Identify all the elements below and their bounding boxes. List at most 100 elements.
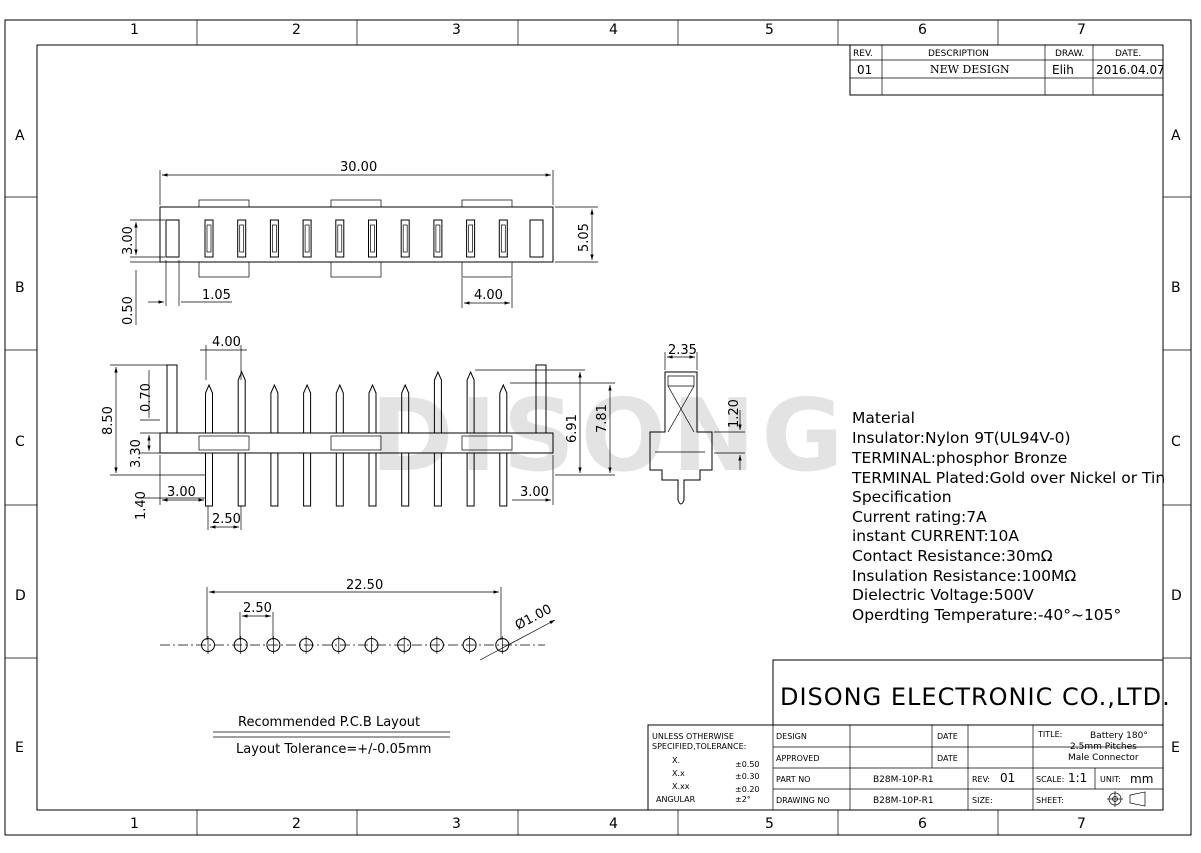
pin-upper: [303, 383, 312, 433]
size-label: SIZE:: [972, 796, 993, 805]
pin-contact: [435, 224, 441, 253]
scale-label: SCALE:: [1036, 775, 1064, 784]
pin-tail: [303, 452, 312, 507]
spec-line-3: TERMINAL Plated:Gold over Nickel or Tin: [851, 469, 1165, 487]
dim-slot-height: 3.00: [121, 226, 136, 255]
dim-tip: 0.70: [139, 383, 154, 412]
pin-slots: [204, 219, 508, 258]
pin-tail: [237, 452, 246, 507]
design-label: DESIGN: [776, 732, 807, 741]
pin-upper: [401, 383, 410, 433]
pin-tail: [466, 452, 475, 507]
pin-slot: [368, 219, 377, 258]
side-pins: [205, 370, 508, 507]
dim-h1: 6.91: [565, 414, 580, 443]
pin-contact: [370, 224, 375, 253]
zone-row-e-right: E: [1171, 740, 1180, 756]
pin-tail: [401, 452, 410, 507]
pin-tail: [205, 452, 213, 507]
zone-col-4-bottom: 4: [609, 816, 618, 832]
tol-label-1: X.x: [672, 769, 685, 778]
dim-pcb-pitch: 2.50: [243, 601, 272, 616]
pin-contact: [337, 224, 343, 253]
date-value: 2016.04.07: [1096, 63, 1165, 77]
spec-line-4: Specification: [852, 488, 952, 506]
pin-slot: [498, 219, 508, 258]
zone-row-d: D: [15, 588, 26, 604]
pin-tail: [499, 452, 508, 507]
title-line-2: 2.5mm Pitches: [1070, 742, 1137, 752]
zone-row-d-right: D: [1171, 588, 1182, 604]
pin-upper: [237, 370, 246, 433]
outer-border: [4, 19, 1192, 836]
title-line-1: Battery 180°: [1090, 731, 1148, 741]
pcb-holes: [201, 636, 510, 654]
zone-col-6-bottom: 6: [918, 816, 927, 832]
spec-line-8: Insulation Resistance:100MΩ: [852, 567, 1076, 585]
tol-value-0: ±0.50: [735, 760, 760, 769]
pin-contact: [304, 224, 310, 253]
dim-h2: 7.81: [595, 404, 610, 433]
dim-pin-gap: 1.05: [202, 288, 231, 303]
spec-line-6: instant CURRENT:10A: [852, 527, 1019, 545]
zone-col-5: 5: [765, 22, 774, 38]
zone-row-a: A: [15, 128, 25, 144]
tol-value-3: ±2°: [735, 795, 751, 804]
zone-col-1-bottom: 1: [130, 816, 139, 832]
unit-label: UNIT:: [1100, 775, 1121, 784]
description-header: DESCRIPTION: [928, 49, 989, 59]
pin-tail: [270, 452, 279, 507]
dim-edge-right: 3.00: [520, 485, 549, 500]
drawn-value: Elih: [1052, 63, 1074, 77]
dim-overall-length: 30.00: [340, 160, 377, 175]
pin-tail: [368, 452, 377, 507]
projection-symbol-icon: [1107, 791, 1146, 807]
zone-col-5-bottom: 5: [765, 816, 774, 832]
spec-line-10: Operdting Temperature:-40°~105°: [852, 606, 1121, 624]
pcb-note-title: Recommended P.C.B Layout: [238, 715, 420, 730]
spec-line-1: Insulator:Nylon 9T(UL94V-0): [852, 429, 1071, 447]
watermark: DISONG: [370, 377, 849, 494]
zone-row-e: E: [15, 740, 24, 756]
zone-col-7-bottom: 7: [1077, 816, 1086, 832]
end-view: 2.35 1.20: [649, 343, 745, 505]
description-value: NEW DESIGN: [930, 63, 1010, 76]
zone-col-4: 4: [609, 22, 618, 38]
pin-contact: [239, 224, 245, 253]
zone-col-6: 6: [918, 22, 927, 38]
pin-contact: [272, 224, 277, 253]
scale-value: 1:1: [1068, 771, 1087, 785]
tol-value-2: ±0.20: [735, 785, 760, 794]
sheet-label: SHEET:: [1036, 796, 1064, 805]
pin-tail: [335, 452, 344, 507]
title-line-3: Male Connector: [1068, 753, 1139, 763]
dim-body-width: 5.05: [577, 223, 592, 252]
part-no-value: B28M-10P-R1: [873, 775, 934, 785]
spec-line-5: Current rating:7A: [852, 508, 987, 526]
pin-upper: [335, 383, 344, 433]
dim-hole-diameter: Ø1.00: [513, 602, 555, 634]
zone-ticks: [5, 20, 1191, 835]
pin-slot: [269, 219, 279, 258]
zone-row-b: B: [15, 280, 25, 296]
zone-row-c: C: [15, 434, 25, 450]
company-name: DISONG ELECTRONIC CO.,LTD.: [780, 683, 1171, 711]
revision-table: REV. DESCRIPTION DRAW. DATE. 01 NEW DESI…: [849, 44, 1165, 96]
zone-col-1: 1: [130, 22, 139, 38]
dim-pitch: 2.50: [212, 512, 241, 527]
pin-upper: [433, 370, 442, 433]
dim-total-height: 8.50: [101, 406, 116, 435]
spec-line-0: Material: [852, 409, 915, 427]
tol-header-1: UNLESS OTHERWISE: [652, 732, 734, 741]
pin-tail: [433, 452, 442, 507]
pin-slot: [335, 219, 345, 258]
drawn-header: DRAW.: [1055, 49, 1084, 59]
tol-header-2: SPECIFIED,TOLERANCE:: [652, 742, 746, 751]
pcb-note: Recommended P.C.B Layout Layout Toleranc…: [213, 715, 450, 757]
pin-upper: [270, 383, 279, 433]
top-view-body: [159, 206, 554, 263]
approved-date-label: DATE: [937, 754, 958, 763]
pin-contact: [206, 224, 212, 253]
pin-slot: [204, 219, 214, 258]
